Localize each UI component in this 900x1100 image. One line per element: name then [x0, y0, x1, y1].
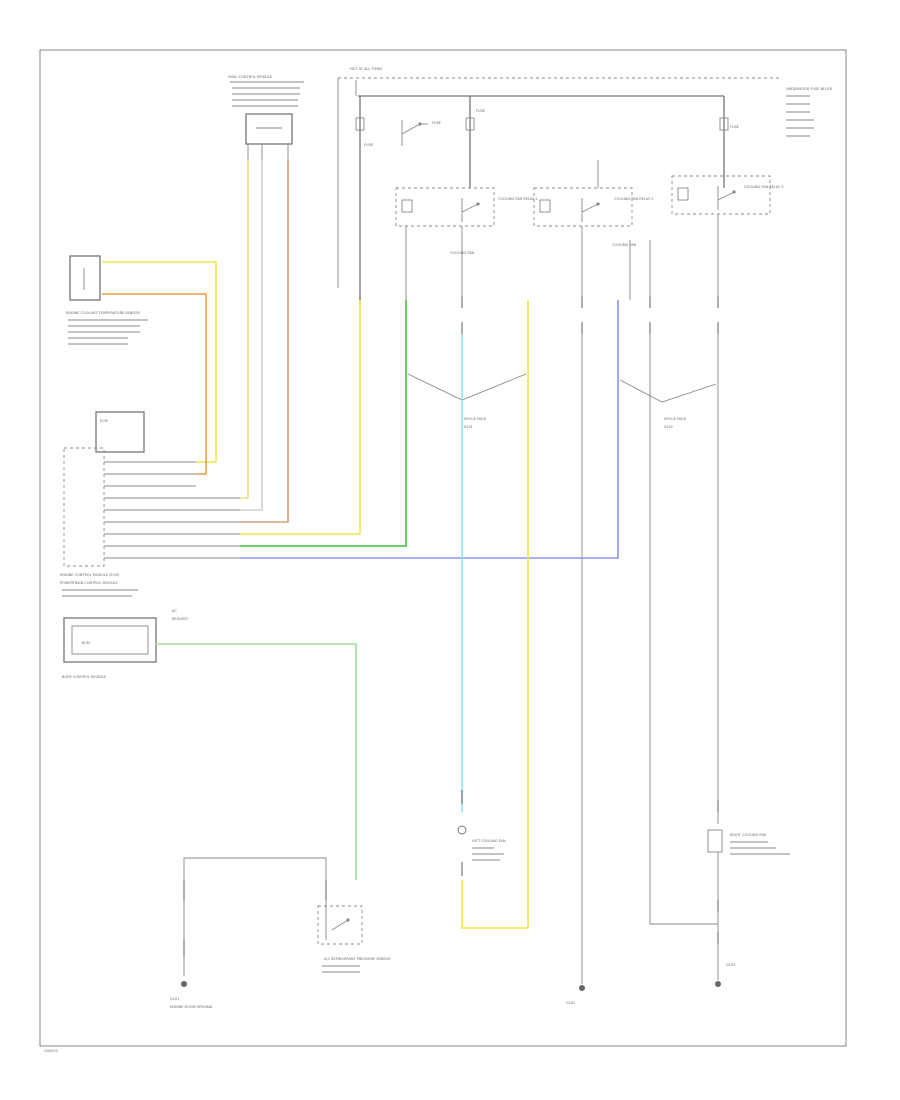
right-fan-label: RIGHT COOLING FAN: [730, 833, 767, 837]
left-cooling-fan: LEFT COOLING FAN: [457, 790, 506, 876]
wire-white-hvac: [240, 160, 263, 511]
engine-coolant-sensor: ENGINE COOLANT TEMPERATURE SENSOR: [66, 255, 148, 345]
wire-blue-relay: [240, 300, 619, 559]
splice-right-label: SPLICE PACK: [664, 417, 687, 421]
svg-text:ECM: ECM: [100, 419, 108, 423]
relay-2-label: COOLING FAN RELAY 2: [614, 197, 653, 201]
ecm-sub-label: POWERTRAIN CONTROL MODULE: [60, 581, 118, 585]
cooling-fan-relay-2: COOLING FAN RELAY 2 COOLING FAN: [533, 160, 653, 300]
bcm-label: BODY CONTROL MODULE: [62, 675, 106, 679]
hot-at-all-times-label: HOT AT ALL TIMES: [350, 67, 383, 71]
svg-text:REQUEST: REQUEST: [172, 617, 189, 621]
ground-mid-label: G102: [566, 1001, 575, 1005]
pressure-switch-label: A/C REFRIGERANT PRESSURE SENSOR: [324, 957, 391, 961]
ground-left: G101 ENGINE ROOM GROUND: [170, 981, 213, 1009]
relay-1-label: COOLING FAN RELAY 1: [498, 197, 537, 201]
ground-left-label: G101: [170, 997, 179, 1001]
wire-tan-hvac: [240, 160, 289, 523]
wire-yellow-loop: [461, 300, 529, 929]
relay-3-label: COOLING FAN RELAY 3: [744, 185, 783, 189]
splice-right: SPLICE PACK S102: [619, 379, 717, 429]
fuse-label-3: FUSE: [730, 125, 739, 129]
engine-coolant-sensor-label: ENGINE COOLANT TEMPERATURE SENSOR: [66, 311, 140, 315]
footer-id: G00000: [44, 1049, 58, 1053]
svg-text:S102: S102: [664, 425, 673, 429]
wire-green-relay-1: [240, 300, 407, 547]
fuse-label-1: FUSE: [432, 121, 441, 125]
wire-orange-sensor: [102, 293, 207, 475]
cooling-fan-relay-1: COOLING FAN RELAY 1 COOLING FAN: [395, 187, 537, 300]
ecm-label: ENGINE CONTROL MODULE (ECM): [60, 573, 120, 577]
right-cooling-fan: RIGHT COOLING FAN: [707, 800, 790, 980]
ground-mid: G102: [566, 985, 585, 1005]
hvac-module-label: HVAC CONTROL MODULE: [228, 75, 272, 79]
fuse-block-label: UNDERHOOD FUSE BLOCK: [786, 87, 833, 91]
relay-1-sub: COOLING FAN: [450, 251, 474, 255]
splice-left-label: SPLICE PACK: [464, 417, 487, 421]
wire-yellow-hvac: [240, 160, 249, 499]
left-fan-label: LEFT COOLING FAN: [472, 839, 506, 843]
fuse-label-2: FUSE: [476, 109, 485, 113]
wire-yellow-fuse: [240, 300, 361, 535]
pressure-switch: A/C REFRIGERANT PRESSURE SENSOR: [183, 857, 391, 976]
relay-2-sub: COOLING FAN: [612, 243, 636, 247]
bcm: BCM BODY CONTROL MODULE AC REQUEST: [62, 609, 189, 679]
diagram-frame: [39, 49, 847, 1047]
power-bus: HOT AT ALL TIMES UNDERHOOD FUSE BLOCK FU…: [337, 67, 833, 300]
ground-right: G103: [715, 963, 735, 987]
svg-text:BCM: BCM: [82, 641, 90, 645]
svg-text:AC: AC: [172, 609, 177, 613]
cooling-fan-relay-3: COOLING FAN RELAY 3: [629, 175, 783, 300]
fuse-label-4: FUSE: [364, 143, 373, 147]
ground-right-label: G103: [726, 963, 735, 967]
wire-light-green: [156, 643, 357, 880]
svg-text:S101: S101: [464, 425, 473, 429]
engine-room-ground-label: ENGINE ROOM GROUND: [170, 1005, 213, 1009]
ecm: ECM ENGINE CONTROL MODULE (ECM) POWERTRA…: [60, 411, 240, 597]
hvac-module: HVAC CONTROL MODULE: [228, 75, 304, 160]
